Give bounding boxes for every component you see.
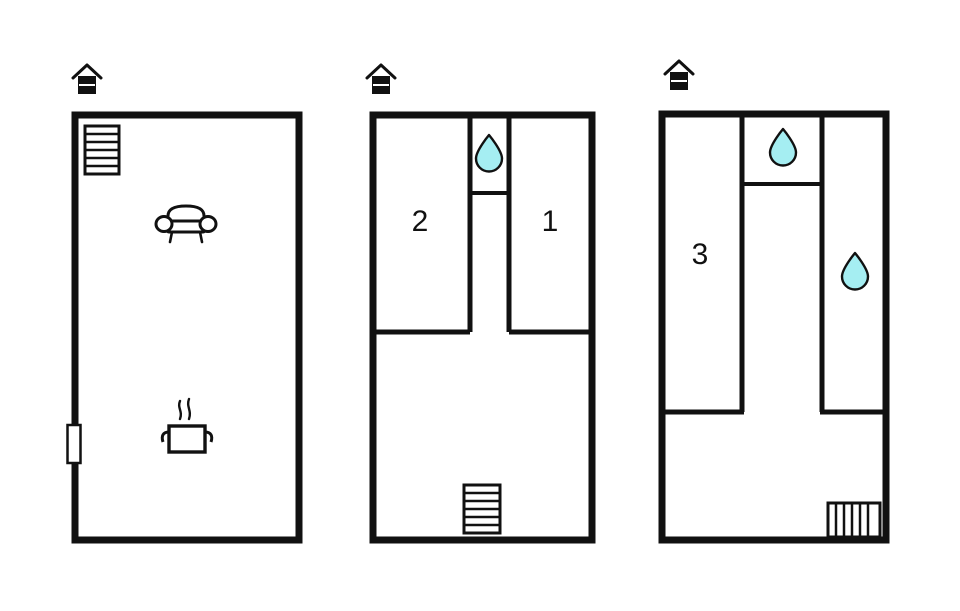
door-opening bbox=[66, 423, 82, 465]
water-drop-icon bbox=[840, 251, 870, 291]
water-drop-icon bbox=[474, 133, 504, 173]
house-north-icon bbox=[71, 63, 103, 95]
left-floor-plan bbox=[66, 63, 303, 544]
water-drop-icon bbox=[768, 127, 798, 167]
outer-wall bbox=[369, 111, 596, 544]
right-floor-plan: 3 bbox=[658, 59, 890, 544]
outer-wall bbox=[658, 110, 890, 544]
middle-floor-plan: 2 1 bbox=[365, 63, 596, 544]
cooking-pot-icon bbox=[160, 397, 214, 454]
house-north-icon bbox=[365, 63, 397, 95]
sofa-icon bbox=[154, 204, 218, 244]
radiator-icon bbox=[462, 483, 502, 535]
room-label-1: 1 bbox=[542, 205, 559, 238]
room-label-2: 2 bbox=[412, 205, 429, 238]
room-label-3: 3 bbox=[692, 238, 709, 271]
house-north-icon bbox=[663, 59, 695, 91]
radiator-icon bbox=[826, 501, 882, 539]
outer-wall bbox=[71, 111, 303, 544]
stair-icon bbox=[83, 124, 121, 176]
